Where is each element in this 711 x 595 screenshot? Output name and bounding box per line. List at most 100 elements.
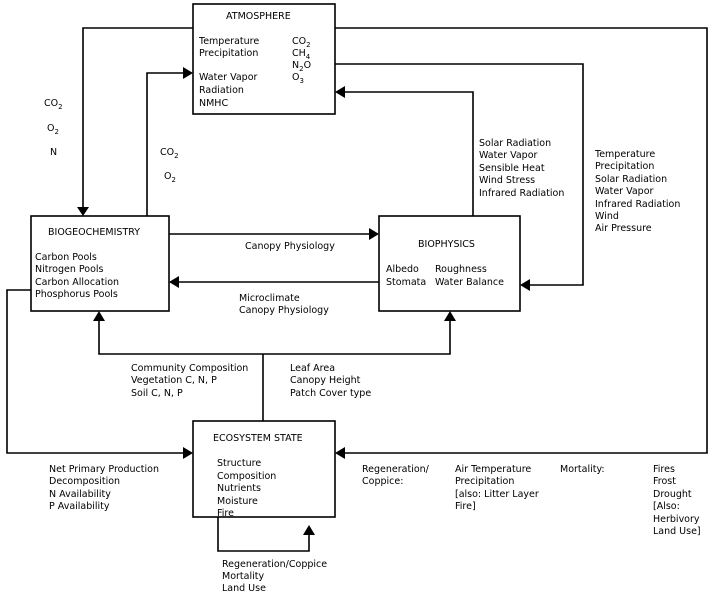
- gas-label: N: [50, 147, 57, 158]
- biogeochemistry-item: Nitrogen Pools: [35, 264, 104, 275]
- flow-label-line: [Also:: [653, 501, 680, 512]
- arrowhead-left-biophysics: [520, 279, 530, 291]
- flow-label-line: Sensible Heat: [479, 163, 545, 174]
- flow-label-line: [also: Litter Layer: [455, 489, 539, 500]
- leaf-label: Leaf Area Canopy Height Patch Cover type: [290, 363, 371, 399]
- flow-label-line: Coppice:: [362, 476, 403, 487]
- biogeochemistry-title: BIOGEOCHEMISTRY: [48, 227, 140, 238]
- flow-label-line: Infrared Radiation: [479, 188, 564, 199]
- flow-label-line: Water Vapor: [595, 186, 654, 197]
- ecosystem-state-item: Nutrients: [217, 483, 261, 494]
- gas-label: O2: [47, 123, 59, 136]
- connector-atmosphere-to-ecosystem: [335, 27, 708, 454]
- atmosphere-left-list: Temperature Precipitation Water Vapor Ra…: [198, 36, 259, 109]
- ecosystem-state-item: Fire: [217, 508, 234, 519]
- connector-ecosystem-self-loop: [217, 517, 310, 552]
- arrowhead-right-ecosystem: [183, 447, 193, 459]
- flow-label-line: Air Pressure: [595, 223, 652, 234]
- flow-label-line: Land Use]: [653, 526, 701, 537]
- arrowhead-down-biogeochemistry: [77, 207, 89, 216]
- atmosphere-gas: O3: [292, 72, 304, 85]
- biophysics-item: Albedo: [386, 264, 419, 275]
- canopy-physiology-label: Canopy Physiology: [245, 241, 335, 252]
- flow-label-line: Regeneration/Coppice: [222, 559, 327, 570]
- biogeochemistry-list: Carbon Pools Nitrogen Pools Carbon Alloc…: [35, 252, 119, 300]
- flow-label-line: Soil C, N, P: [131, 388, 183, 399]
- flow-label-line: Leaf Area: [290, 363, 335, 374]
- connector-biogeochemistry-to-atmosphere: [146, 72, 184, 216]
- flow-label-line: Air Temperature: [455, 464, 531, 475]
- flow-label-line: Solar Radiation: [595, 174, 667, 185]
- flow-label-line: Precipitation: [455, 476, 514, 487]
- ecosystem-state-box: [192, 420, 336, 518]
- biophysics-item: Stomata: [386, 277, 426, 288]
- biogeochemistry-item: Phosphorus Pools: [35, 289, 118, 300]
- flow-label-line: Fire]: [455, 501, 476, 512]
- biophysics-box: [378, 215, 521, 312]
- mortality-heading: Mortality:: [560, 464, 605, 475]
- ecosystem-state-title: ECOSYSTEM STATE: [213, 433, 303, 444]
- atmosphere-gas: CO2: [292, 36, 311, 49]
- biophysics-to-atmosphere-label: Solar Radiation Water Vapor Sensible Hea…: [479, 138, 564, 199]
- ecosystem-state-item: Moisture: [217, 496, 258, 507]
- flow-label-line: Water Vapor: [479, 150, 538, 161]
- flow-label-line: Fires: [653, 464, 675, 475]
- flow-label-line: Wind: [595, 211, 619, 222]
- connector-biogeochemistry-to-ecosystem: [6, 289, 184, 454]
- npp-label: Net Primary Production Decomposition N A…: [49, 464, 159, 512]
- gas-label: CO2: [44, 98, 63, 111]
- arrowhead-left-atmosphere: [335, 86, 345, 98]
- connector-biophysics-to-atmosphere: [344, 91, 474, 216]
- flow-label-line: Land Use: [222, 583, 266, 594]
- flow-label-line: Canopy Height: [290, 375, 361, 386]
- flow-label-line: Infrared Radiation: [595, 199, 680, 210]
- flow-label-line: Solar Radiation: [479, 138, 551, 149]
- community-label: Community Composition Vegetation C, N, P…: [131, 363, 248, 399]
- outer-left-gas-label: CO2 O2 N: [44, 98, 63, 158]
- ecosystem-state-list: Structure Composition Nutrients Moisture…: [217, 458, 276, 519]
- atmosphere-item: Precipitation: [199, 48, 258, 59]
- arrowhead-right-biophysics: [369, 228, 379, 240]
- atmosphere-gas-list: CO2 CH4 N2O O3: [292, 36, 311, 85]
- connector-ecosystem-branch: [98, 320, 451, 355]
- arrowhead-right-atmosphere: [183, 67, 193, 79]
- flow-label-line: Mortality: [222, 571, 264, 582]
- arrowhead-up-biophysics: [444, 311, 456, 321]
- connector-atmosphere-to-biophysics: [335, 63, 584, 286]
- flow-label-line: Temperature: [594, 149, 655, 160]
- arrowhead-up-ecosystem: [303, 525, 315, 535]
- atmosphere-item: Temperature: [198, 36, 259, 47]
- regeneration-drivers: Air Temperature Precipitation [also: Lit…: [455, 464, 539, 512]
- flow-label-line: Vegetation C, N, P: [131, 375, 217, 386]
- self-loop-label: Regeneration/Coppice Mortality Land Use: [222, 559, 327, 594]
- gas-label: O2: [164, 171, 176, 184]
- atmosphere-item: Water Vapor: [199, 72, 258, 83]
- mortality-drivers: Fires Frost Drought [Also: Herbivory Lan…: [653, 464, 701, 537]
- flow-label-line: Regeneration/: [362, 464, 430, 475]
- atmosphere-box: [192, 3, 336, 115]
- flow-label-line: Decomposition: [49, 476, 120, 487]
- biophysics-item: Water Balance: [435, 277, 504, 288]
- flow-label-line: N Availability: [49, 489, 111, 500]
- flow-label-line: Herbivory: [653, 514, 700, 525]
- flow-label-line: Wind Stress: [479, 175, 535, 186]
- gas-label: CO2: [160, 147, 179, 160]
- atmosphere-to-biophysics-label: Temperature Precipitation Solar Radiatio…: [594, 149, 680, 234]
- microclimate-label: Microclimate Canopy Physiology: [239, 293, 329, 316]
- atmosphere-gas: CH4: [292, 48, 311, 61]
- flow-label-line: Patch Cover type: [290, 388, 371, 399]
- regeneration-heading: Regeneration/ Coppice:: [362, 464, 430, 487]
- biogeochemistry-item: Carbon Pools: [35, 252, 97, 263]
- flow-label-line: Net Primary Production: [49, 464, 159, 475]
- arrowhead-up-biogeochemistry: [93, 311, 105, 321]
- biogeochemistry-box: [30, 215, 170, 312]
- atmosphere-item: Radiation: [199, 85, 244, 96]
- atmosphere-title: ATMOSPHERE: [226, 11, 291, 22]
- flow-label-line: Drought: [653, 489, 692, 500]
- flow-label-line: Microclimate: [239, 293, 300, 304]
- flow-label-line: Community Composition: [131, 363, 248, 374]
- flow-label-line: P Availability: [49, 501, 110, 512]
- biogeochemistry-item: Carbon Allocation: [35, 277, 119, 288]
- arrowhead-left-ecosystem: [335, 447, 345, 459]
